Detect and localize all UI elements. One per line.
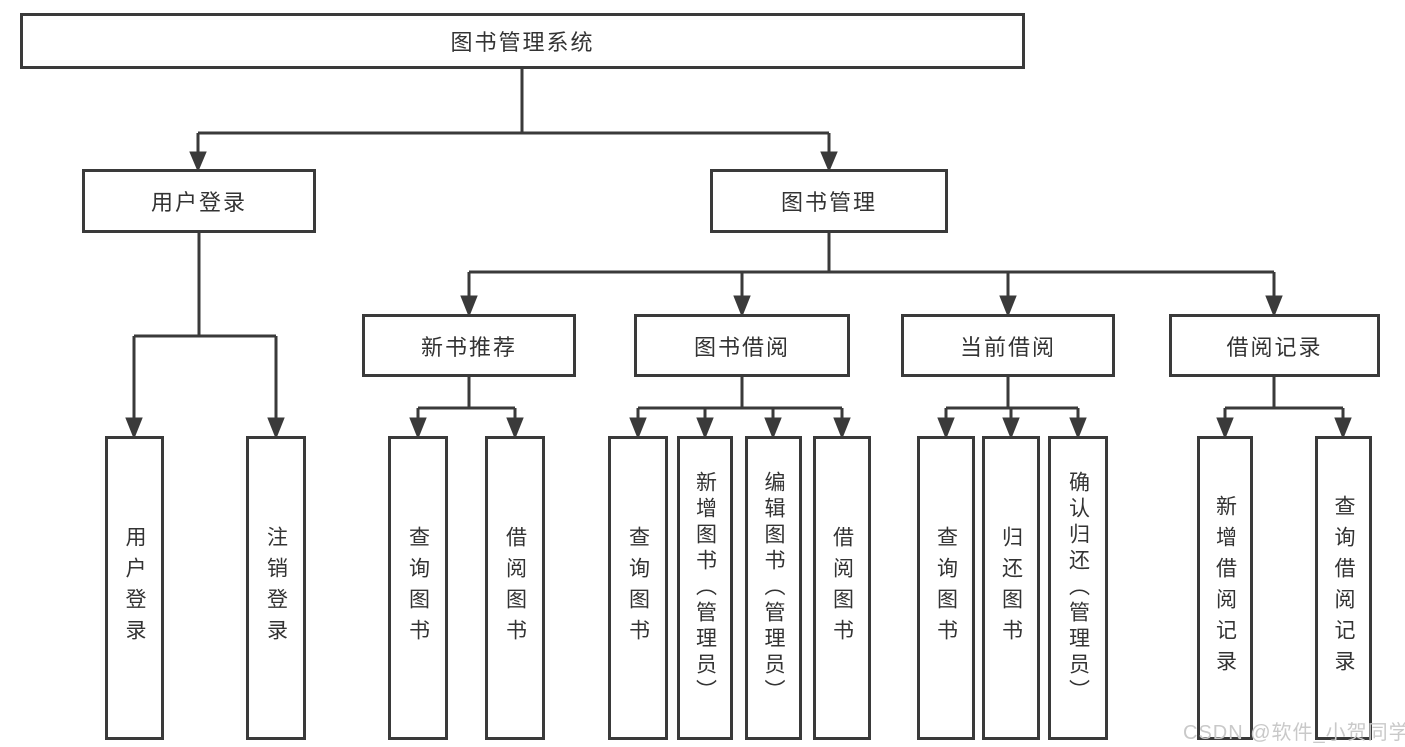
leaf-user-login: 用户登录 bbox=[105, 436, 164, 740]
connector-current-borrow-to-leaves bbox=[937, 377, 1087, 440]
leaf-current-query-books: 查询图书 bbox=[917, 436, 975, 740]
leaf-label: 查询借阅记录 bbox=[1332, 495, 1355, 681]
node-borrow-records: 借阅记录 bbox=[1169, 314, 1380, 377]
node-label: 图书管理 bbox=[780, 190, 877, 215]
leaf-records-add-record: 新增借阅记录 bbox=[1197, 436, 1253, 740]
node-book-borrow: 图书借阅 bbox=[634, 314, 850, 377]
leaf-current-confirm-return-admin: 确认归还（管理员） bbox=[1048, 436, 1108, 740]
connector-book-management-to-level3 bbox=[460, 233, 1283, 318]
leaf-label: 查询图书 bbox=[626, 526, 650, 650]
leaf-borrow-edit-books-admin: 编辑图书（管理员） bbox=[745, 436, 802, 740]
leaf-label: 查询图书 bbox=[406, 526, 430, 650]
node-label: 借阅记录 bbox=[1226, 334, 1323, 360]
node-label: 图书借阅 bbox=[693, 334, 790, 360]
leaf-newbook-borrow-books: 借阅图书 bbox=[485, 436, 545, 740]
node-label: 用户登录 bbox=[150, 190, 247, 215]
node-label: 图书管理系统 bbox=[450, 30, 595, 55]
leaf-label: 查询图书 bbox=[934, 526, 958, 650]
leaf-newbook-query-books: 查询图书 bbox=[388, 436, 448, 740]
leaf-borrow-query-books: 查询图书 bbox=[608, 436, 668, 740]
connector-book-borrow-to-leaves bbox=[629, 377, 851, 440]
leaf-borrow-add-books-admin: 新增图书（管理员） bbox=[677, 436, 733, 740]
leaf-records-query-record: 查询借阅记录 bbox=[1315, 436, 1372, 740]
leaf-label: 用户登录 bbox=[123, 526, 146, 650]
leaf-label: 借阅图书 bbox=[503, 526, 527, 650]
leaf-label: 归还图书 bbox=[999, 526, 1023, 650]
connector-borrow-records-to-leaves bbox=[1216, 377, 1352, 440]
node-library-management-system: 图书管理系统 bbox=[20, 13, 1025, 69]
node-current-borrow: 当前借阅 bbox=[901, 314, 1115, 377]
connector-root-to-level2 bbox=[189, 69, 838, 173]
connector-user-login-to-leaves bbox=[125, 233, 285, 440]
node-label: 新书推荐 bbox=[420, 334, 517, 360]
leaf-label: 编辑图书（管理员） bbox=[762, 471, 785, 705]
leaf-label: 新增借阅记录 bbox=[1213, 495, 1237, 681]
node-label: 当前借阅 bbox=[959, 334, 1056, 360]
leaf-logout: 注销登录 bbox=[246, 436, 306, 740]
leaf-label: 确认归还（管理员） bbox=[1066, 471, 1090, 705]
leaf-label: 新增图书（管理员） bbox=[693, 471, 717, 705]
node-new-book-recommend: 新书推荐 bbox=[362, 314, 576, 377]
leaf-label: 注销登录 bbox=[264, 526, 288, 650]
leaf-current-return-books: 归还图书 bbox=[982, 436, 1040, 740]
leaf-label: 借阅图书 bbox=[830, 526, 854, 650]
connector-new-book-to-leaves bbox=[409, 377, 524, 440]
leaf-borrow-borrow-books: 借阅图书 bbox=[813, 436, 871, 740]
node-user-login: 用户登录 bbox=[82, 169, 316, 233]
node-book-management: 图书管理 bbox=[710, 169, 948, 233]
csdn-watermark: CSDN @软件_小贺同学 bbox=[1183, 722, 1405, 744]
